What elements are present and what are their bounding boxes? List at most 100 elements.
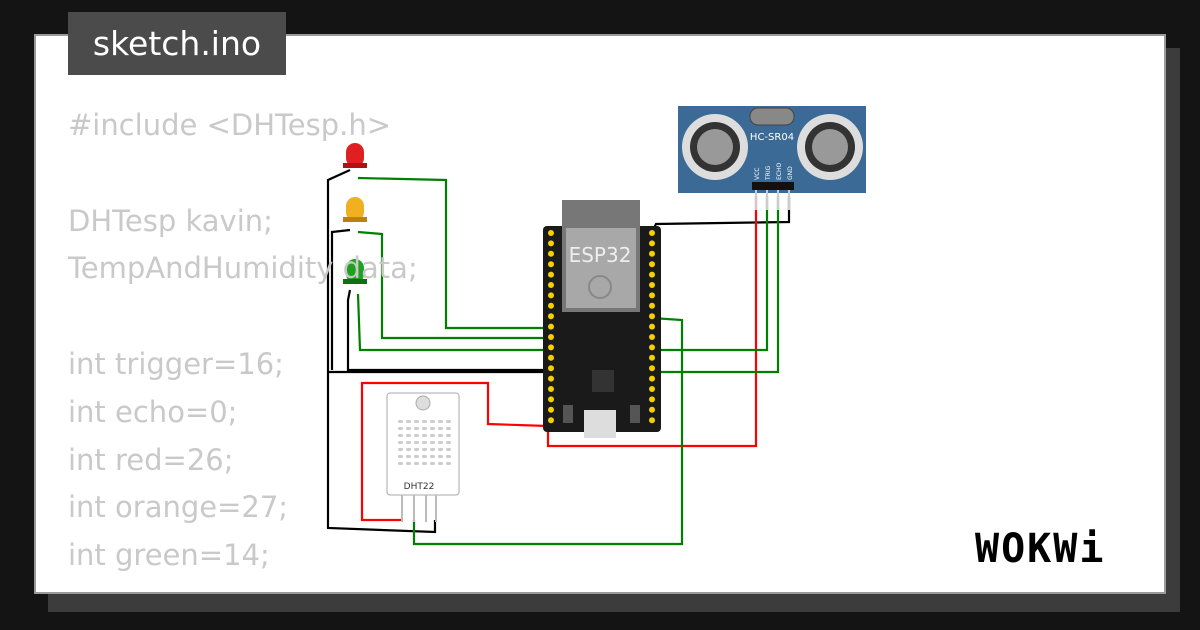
dht-vent (406, 420, 411, 423)
wokwi-logo: WOKWi (975, 526, 1106, 572)
esp32-board[interactable]: ESP32 (543, 200, 661, 438)
usb-port (584, 410, 616, 438)
dht-vent (406, 441, 411, 444)
dht-vent (438, 448, 443, 451)
file-tab[interactable]: sketch.ino (68, 12, 286, 75)
boot-button[interactable] (630, 405, 640, 423)
dht-vent (430, 427, 435, 430)
esp32-pin[interactable] (548, 230, 554, 236)
dht-vent (430, 420, 435, 423)
dht-vent (446, 448, 451, 451)
dht-vent (438, 462, 443, 465)
esp32-pin[interactable] (649, 282, 655, 288)
dht-vent (398, 420, 403, 423)
led-orange[interactable] (343, 197, 367, 222)
esp32-pin[interactable] (649, 406, 655, 413)
dht-vent (438, 441, 443, 444)
dht-vent (422, 434, 427, 437)
esp32-pin[interactable] (649, 354, 655, 361)
esp32-pin[interactable] (649, 417, 655, 424)
esp32-pin[interactable] (548, 313, 554, 320)
dht-vent (414, 462, 419, 465)
esp32-pin[interactable] (548, 375, 554, 382)
esp32-pin[interactable] (548, 250, 554, 257)
esp32-pin[interactable] (649, 271, 655, 278)
wire-green-green-led (356, 293, 548, 352)
dht-vent (414, 448, 419, 451)
esp32-pin[interactable] (548, 282, 554, 288)
dht-vent (422, 455, 427, 458)
esp32-pin[interactable] (649, 344, 655, 351)
dht-vent (430, 455, 435, 458)
dht-vent (430, 434, 435, 437)
esp32-pin[interactable] (649, 375, 655, 382)
esp32-pin[interactable] (548, 344, 554, 351)
esp32-pin[interactable] (649, 365, 655, 372)
dht22-sensor[interactable]: DHT22 (386, 392, 460, 522)
dht-vent (398, 448, 403, 451)
esp32-pin[interactable] (649, 334, 655, 340)
wire-red-dht-vcc (360, 381, 549, 522)
pin-label-vcc: VCC (754, 168, 761, 180)
esp32-pin[interactable] (649, 240, 655, 247)
dht-vent (414, 420, 419, 423)
esp32-pin[interactable] (649, 292, 655, 299)
esp32-pin[interactable] (548, 271, 554, 278)
esp32-pin[interactable] (548, 261, 554, 268)
dht-vent (446, 441, 451, 444)
dht-vent (446, 434, 451, 437)
esp32-pin[interactable] (548, 406, 554, 413)
wire-black-led-gnd (326, 168, 437, 534)
dht-vent (438, 455, 443, 458)
esp32-pin[interactable] (548, 396, 554, 403)
dht-vent (406, 427, 411, 430)
wire-green-trig (652, 196, 769, 352)
dht-vent (406, 434, 411, 437)
esp32-pin[interactable] (548, 323, 554, 330)
esp32-label: ESP32 (569, 243, 632, 267)
esp32-pin[interactable] (649, 230, 655, 236)
esp32-pin[interactable] (649, 313, 655, 320)
wire-green-orange-led (357, 230, 548, 340)
dht-vent (406, 448, 411, 451)
esp32-pin[interactable] (649, 261, 655, 268)
hc-sr04-label: HC-SR04 (750, 132, 794, 143)
en-button[interactable] (563, 405, 573, 423)
esp32-pin[interactable] (649, 323, 655, 330)
esp32-pin[interactable] (548, 240, 554, 247)
dht-vent (414, 427, 419, 430)
dht-vent (446, 427, 451, 430)
wire-red-sensor-vcc (546, 196, 758, 448)
dht-vent (398, 434, 403, 437)
esp32-pin[interactable] (548, 334, 554, 340)
dht-vent (414, 455, 419, 458)
dht-vent (414, 434, 419, 437)
dht-vent (422, 441, 427, 444)
dht-vent (398, 455, 403, 458)
dht-vent (430, 448, 435, 451)
led-green[interactable] (343, 259, 367, 284)
dht-vent (422, 462, 427, 465)
dht-vent (430, 462, 435, 465)
esp32-pin[interactable] (548, 354, 554, 361)
esp32-pin[interactable] (548, 302, 554, 309)
esp32-pin[interactable] (649, 396, 655, 403)
esp32-pin[interactable] (548, 365, 554, 372)
dht-vent (446, 462, 451, 465)
esp32-pin[interactable] (649, 250, 655, 257)
led-red[interactable] (343, 143, 367, 168)
wire-green-echo (652, 196, 780, 374)
dht-vent (414, 441, 419, 444)
dht-vent (398, 427, 403, 430)
wire-black-led-gnd3 (346, 289, 548, 372)
dht-vent (438, 427, 443, 430)
esp32-pin[interactable] (649, 386, 655, 392)
pin-label-trig: TRIG (765, 165, 772, 181)
dht-vent (422, 420, 427, 423)
esp32-pin[interactable] (548, 386, 554, 392)
esp32-pin[interactable] (548, 292, 554, 299)
hc-sr04-sensor[interactable]: HC-SR04 VCC TRIG ECHO GND (678, 106, 866, 210)
esp32-pin[interactable] (649, 302, 655, 309)
pin-label-gnd: GND (787, 166, 794, 180)
esp32-pin[interactable] (548, 417, 554, 424)
